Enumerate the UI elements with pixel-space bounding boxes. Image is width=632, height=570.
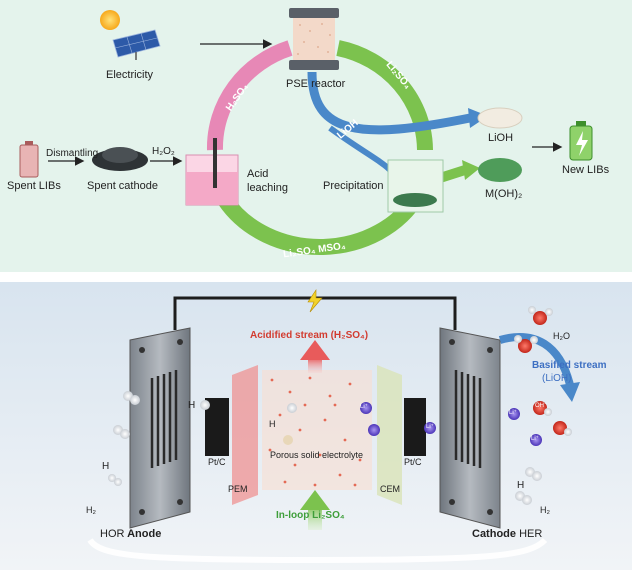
porous-electrolyte-label: Porous solid electrolyte bbox=[270, 450, 364, 460]
li-ion-label-2: Li⁺ bbox=[426, 424, 434, 430]
pink-arc bbox=[206, 40, 293, 151]
lioh-arrow bbox=[307, 71, 471, 135]
new-libs-label: New LIBs bbox=[562, 164, 610, 176]
green-arc-bottom bbox=[218, 190, 425, 255]
acid-label: Acid bbox=[247, 168, 269, 180]
h-label-bubbles-right: H bbox=[517, 480, 525, 491]
basified-arrow bbox=[498, 333, 574, 387]
basified-stream-label: Basified stream bbox=[532, 360, 607, 371]
pem-label: PEM bbox=[228, 484, 248, 494]
green-arc-top bbox=[336, 40, 433, 151]
lioh-product-label: LiOH bbox=[488, 132, 514, 144]
h2o2-label: H₂O₂ bbox=[152, 146, 175, 157]
ptc-electrode-right bbox=[404, 398, 426, 456]
pse-reactor bbox=[289, 8, 339, 70]
precipitation-label: Precipitation bbox=[323, 180, 384, 192]
lioh-powder bbox=[477, 107, 523, 129]
h-label-left: H bbox=[188, 400, 196, 411]
leaching-label: leaching bbox=[247, 182, 288, 194]
h2-bubbles-right bbox=[515, 467, 542, 505]
hydroxide-ions bbox=[533, 401, 572, 436]
water-label: H₂O bbox=[553, 331, 570, 341]
oh-ion-label: OH⁻ bbox=[535, 403, 548, 409]
electrolyte-particles bbox=[268, 376, 367, 487]
ptc-right-label: Pt/C bbox=[404, 457, 422, 467]
porous-electrolyte bbox=[262, 370, 372, 490]
inloop-path bbox=[87, 537, 548, 564]
pse-reactor-label: PSE reactor bbox=[286, 78, 346, 90]
li-ion-label-4: Li⁺ bbox=[531, 436, 539, 442]
sun-icon bbox=[100, 10, 120, 30]
spent-libs-label: Spent LIBs bbox=[7, 180, 61, 192]
cathode-plate bbox=[439, 327, 501, 529]
h-label-bubbles-left: H bbox=[102, 461, 110, 472]
precipitation-beaker bbox=[387, 159, 444, 213]
solar-panel-icon bbox=[112, 29, 161, 60]
electricity-label: Electricity bbox=[106, 69, 154, 81]
cathode-her-label: Cathode HER bbox=[472, 528, 543, 540]
basified-stream-sub: (LiOH) bbox=[542, 373, 572, 384]
moh2-powder bbox=[478, 158, 522, 182]
spent-cathode-label: Spent cathode bbox=[87, 180, 158, 192]
h2-bubbles-left bbox=[108, 391, 210, 486]
inloop-label: In-loop Li₂SO₄ bbox=[276, 510, 345, 521]
cem-label: CEM bbox=[380, 484, 400, 494]
ptc-left-label: Pt/C bbox=[208, 457, 226, 467]
acidified-stream-label: Acidified stream (H₂SO₄) bbox=[250, 330, 369, 341]
hor-anode-label: HOR Anode bbox=[100, 528, 162, 540]
water-molecules bbox=[514, 306, 553, 353]
moh2-label: M(OH)₂ bbox=[485, 188, 523, 200]
h-label-electrolyte: H bbox=[269, 419, 276, 429]
spent-battery-icon bbox=[19, 141, 39, 178]
li-ion-label-1: Li⁺ bbox=[360, 404, 368, 410]
h2-label-right: H₂ bbox=[540, 505, 550, 515]
bolt-icon bbox=[307, 289, 323, 313]
leaching-beaker bbox=[185, 138, 239, 206]
battery-icon bbox=[569, 121, 593, 161]
dismantling-label: Dismantling bbox=[46, 148, 99, 159]
anode-plate bbox=[129, 327, 191, 529]
li-ion-label-3: Li⁺ bbox=[509, 410, 517, 416]
pem-membrane bbox=[232, 365, 258, 505]
cem-membrane bbox=[377, 365, 402, 505]
h2-label-left: H₂ bbox=[86, 505, 96, 515]
